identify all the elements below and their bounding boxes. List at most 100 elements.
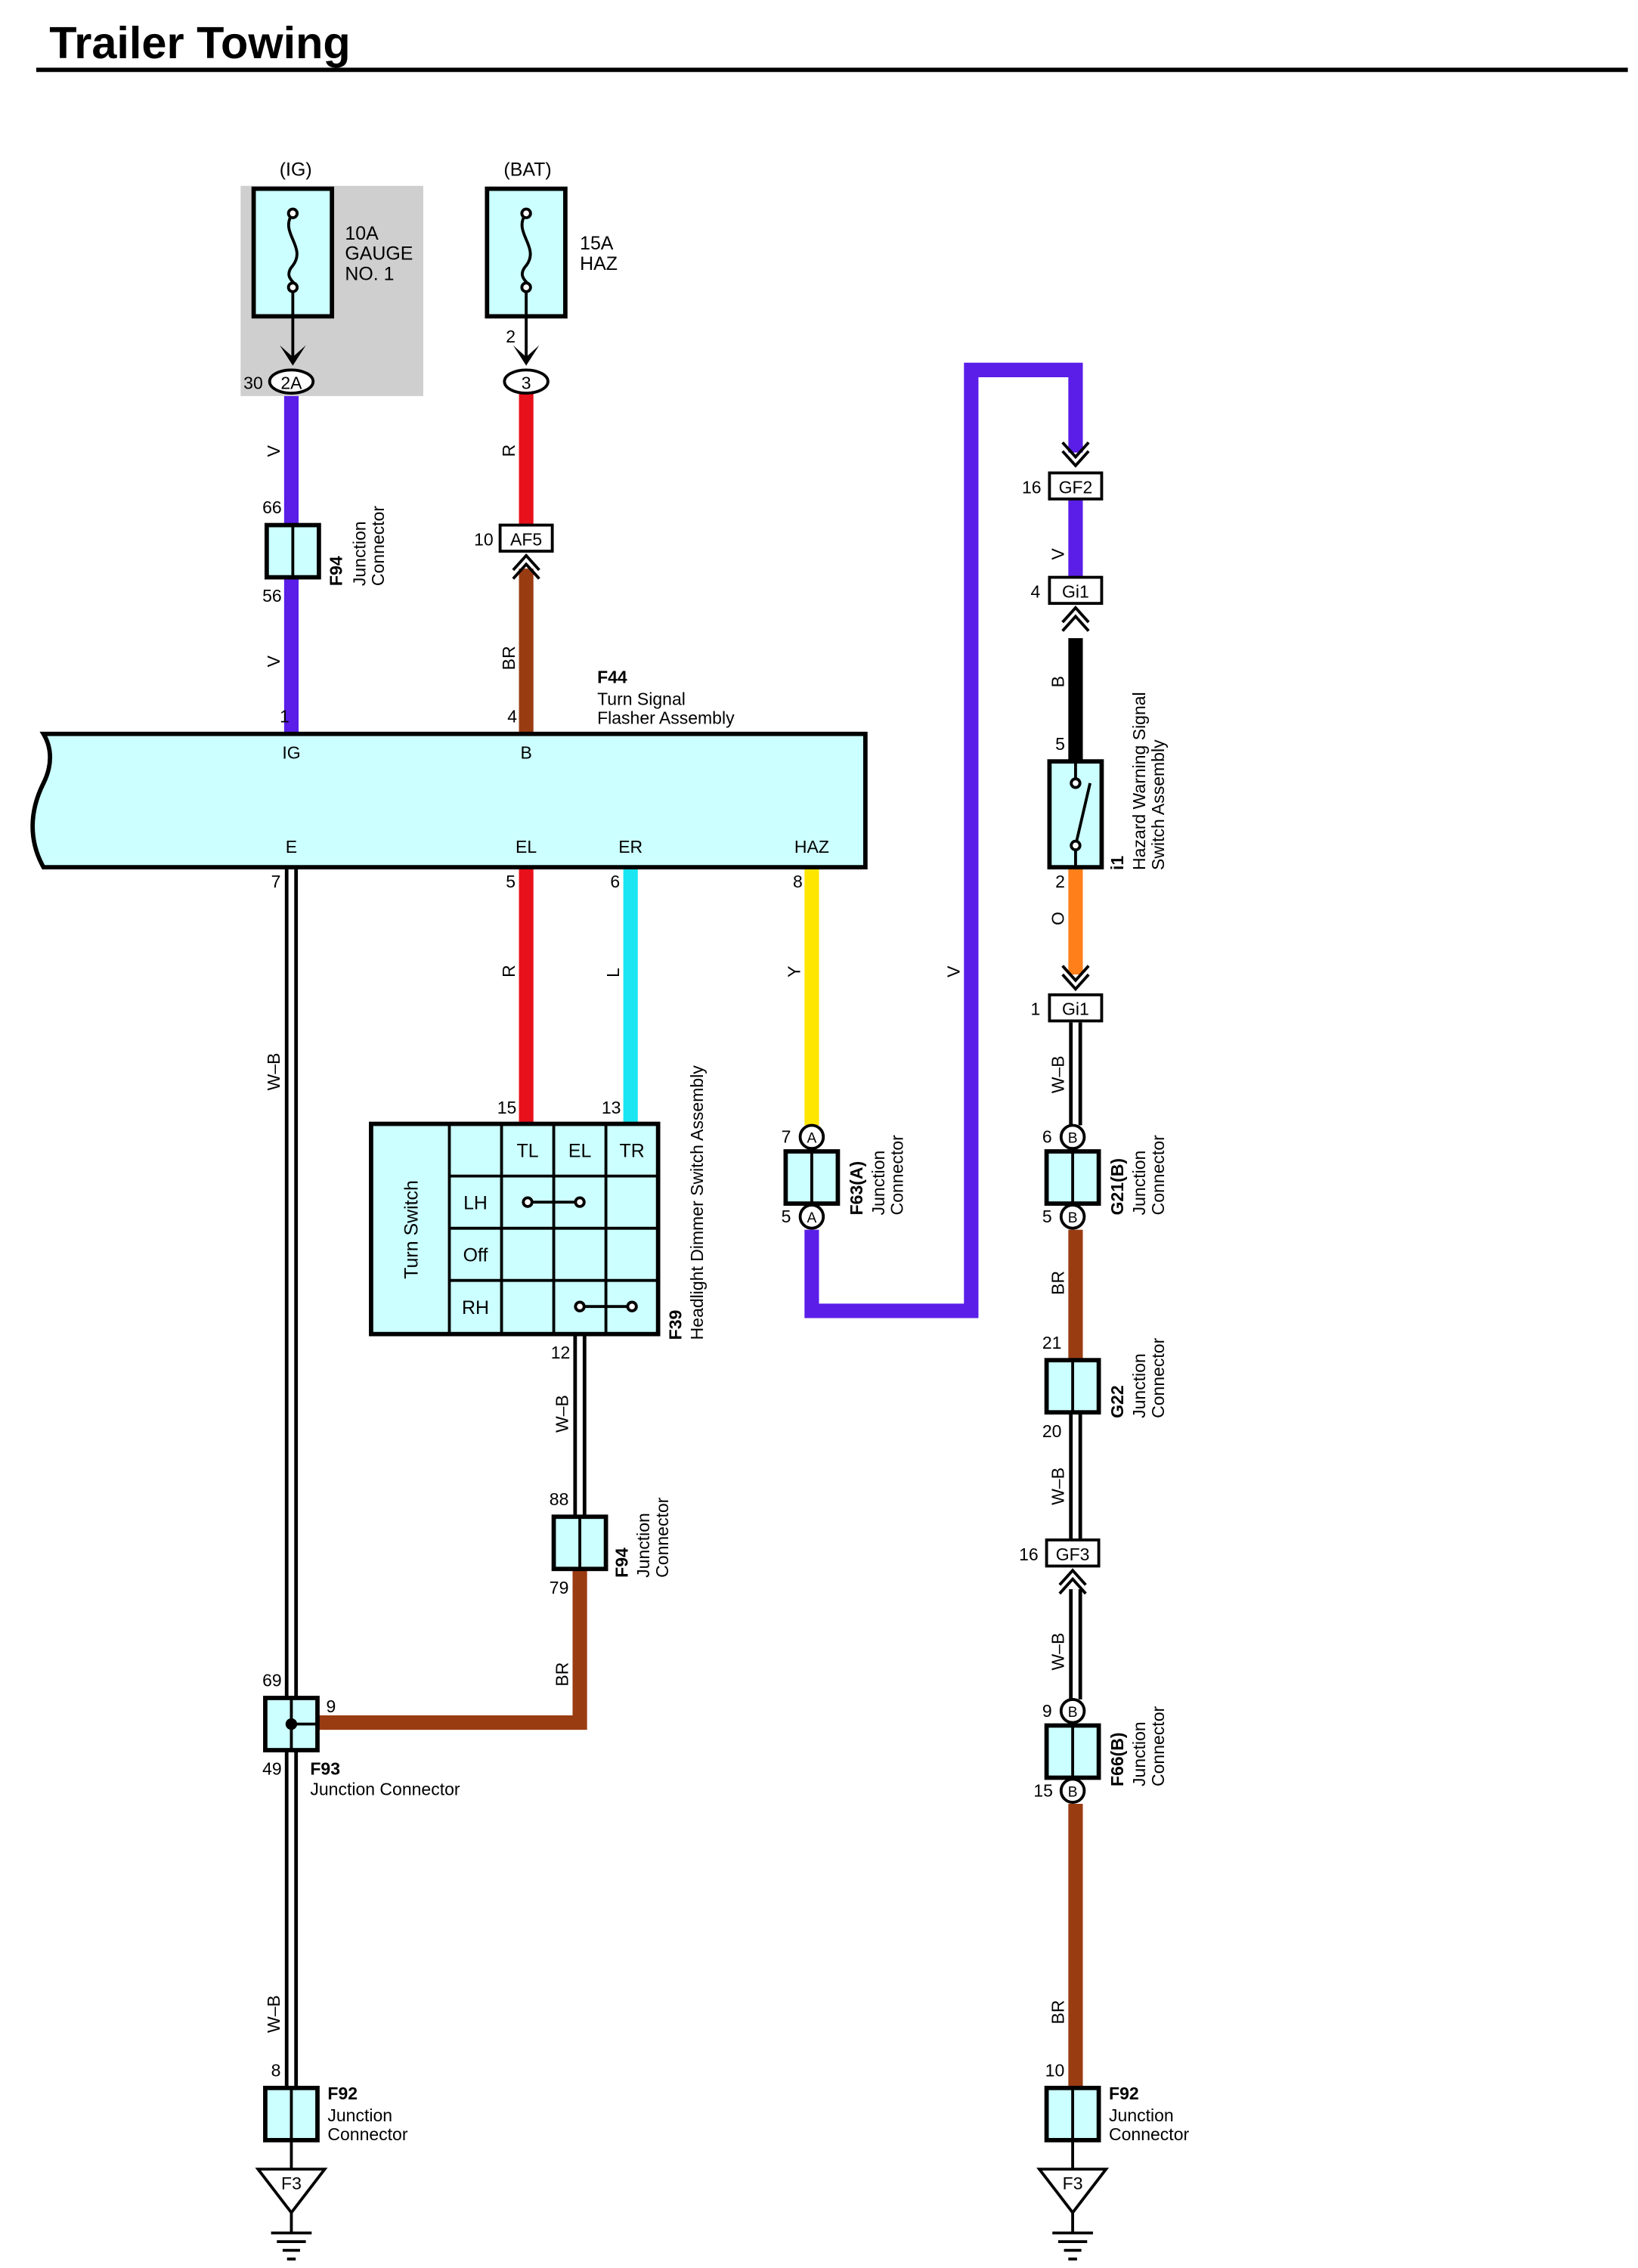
af5-label: AF5 [510, 529, 542, 549]
af5-pin: 10 [474, 529, 494, 549]
i1-id: i1 [1107, 856, 1127, 870]
f66-desc1: Junction [1129, 1721, 1149, 1786]
turn-switch-col-el: EL [568, 1141, 592, 1162]
f66-letter-top: B [1068, 1705, 1078, 1721]
f92-right-pin: 10 [1045, 2061, 1065, 2081]
f93-id: F93 [310, 1759, 340, 1779]
g22-desc1: Junction [1129, 1353, 1149, 1418]
f44-pin-b: 4 [507, 706, 517, 726]
f44-turn-signal-flasher [30, 731, 868, 870]
f44-pin-el: 5 [506, 872, 516, 891]
f44-term-er: ER [618, 837, 643, 857]
f39-id: F39 [665, 1310, 685, 1340]
f63-letter-bottom: A [807, 1210, 817, 1226]
wire-label-y: Y [785, 966, 804, 978]
f63-terminal-top [798, 1123, 825, 1151]
g22-pin-out: 20 [1042, 1421, 1062, 1441]
f92-left-pin: 8 [271, 2061, 281, 2081]
wire-br-f94-f93 [316, 1569, 587, 1730]
f92-right-id: F92 [1109, 2084, 1139, 2103]
f66-terminal-bottom [1059, 1777, 1086, 1804]
wire-label-wb: W–B [1048, 1467, 1068, 1505]
bat-connector [503, 368, 550, 395]
wire-label-wb: W–B [1048, 1055, 1068, 1093]
turn-switch-row-lh: LH [463, 1193, 488, 1214]
bat-connector-label: 3 [522, 373, 531, 392]
f66-pin-out: 15 [1033, 1780, 1053, 1800]
wire-label-wb: W–B [553, 1395, 572, 1433]
i1-name2: Switch Assembly [1148, 739, 1168, 870]
f39-pin-tl: 15 [497, 1098, 517, 1117]
chevron-down-icon [1061, 965, 1090, 983]
ground-right-icon [1036, 2167, 1110, 2215]
f63-pin-out: 5 [782, 1207, 791, 1226]
g21-id: G21(B) [1107, 1158, 1127, 1215]
f63-desc1: Junction [869, 1151, 888, 1216]
f94-mid-id: F94 [612, 1548, 631, 1578]
i1-name1: Hazard Warning Signal [1129, 692, 1149, 870]
gi1-top-pin: 4 [1030, 581, 1040, 601]
wire-label-b: B [1048, 676, 1068, 687]
f66-id: F66(B) [1107, 1732, 1127, 1786]
wire-label-r: R [499, 965, 519, 978]
wire-label-v: V [264, 445, 283, 457]
gf2-connector [1048, 471, 1104, 500]
chevron-up-icon [1061, 606, 1090, 624]
wire-label-br: BR [499, 646, 519, 670]
wire-label-v: V [1048, 548, 1068, 560]
gf3-pin: 16 [1019, 1545, 1039, 1564]
f92-left-desc2: Connector [327, 2124, 407, 2144]
f44-term-ig: IG [282, 742, 300, 762]
ig-connector [268, 368, 315, 395]
gf3-connector [1045, 1538, 1101, 1568]
chevron-up-icon [1058, 1568, 1087, 1586]
page-title: Trailer Towing [49, 17, 351, 68]
ig-fuse-name1: GAUGE [345, 243, 413, 265]
arrow-down-icon [512, 345, 540, 366]
f94-top-desc2: Connector [368, 506, 388, 586]
f66-terminal-top [1059, 1697, 1086, 1724]
ig-fuse-amps: 10A [345, 223, 379, 244]
wire-label-wb: W–B [264, 1053, 283, 1091]
turn-switch-col-tr: TR [619, 1141, 644, 1162]
g21-terminal-bottom [1059, 1204, 1086, 1230]
f94-top-id: F94 [327, 556, 346, 586]
g21-desc1: Junction [1129, 1151, 1149, 1216]
f66-letter-bottom: B [1068, 1784, 1078, 1800]
g21-letter-top: B [1068, 1131, 1078, 1147]
gi1-bottom-label: Gi1 [1062, 999, 1089, 1019]
f94-mid-pin-out: 79 [550, 1578, 569, 1597]
f44-name2: Flasher Assembly [597, 708, 735, 727]
f44-term-e: E [286, 837, 297, 857]
f39-name: Headlight Dimmer Switch Assembly [687, 1065, 707, 1340]
f94-top-pin-in: 66 [262, 497, 282, 517]
f94-top-desc1: Junction [349, 521, 369, 586]
bat-source-label: (BAT) [503, 159, 551, 180]
wire-label-v: V [944, 965, 964, 978]
gf3-label: GF3 [1056, 1545, 1090, 1564]
ground-left-icon [255, 2167, 328, 2215]
f66-pin-in: 9 [1042, 1701, 1052, 1721]
f39-pin-tr: 13 [602, 1098, 621, 1117]
wire-label-wb: W–B [1048, 1633, 1068, 1671]
ground-right-label: F3 [1063, 2174, 1083, 2193]
turn-switch-col-tl: TL [516, 1141, 538, 1162]
gi1-bottom-pin: 1 [1030, 999, 1040, 1019]
f63-id: F63(A) [847, 1161, 866, 1216]
ground-left-label: F3 [281, 2174, 302, 2193]
bat-fuse-amps: 15A [580, 233, 614, 254]
f92-right-desc1: Junction [1109, 2105, 1174, 2125]
ig-source-label: (IG) [280, 159, 312, 180]
gi1-top-connector [1048, 575, 1104, 606]
wire-label-o: O [1048, 912, 1068, 925]
f94-mid-desc2: Connector [652, 1497, 672, 1577]
g21-pin-out: 5 [1042, 1207, 1052, 1226]
wire-label-br: BR [1048, 2000, 1068, 2025]
f92-left-desc1: Junction [327, 2105, 392, 2125]
gf2-label: GF2 [1059, 477, 1093, 497]
turn-switch-row-off: Off [463, 1245, 488, 1266]
f44-term-haz: HAZ [794, 837, 829, 857]
wire-label-br: BR [553, 1662, 572, 1687]
splice-dot-icon [285, 1718, 298, 1730]
